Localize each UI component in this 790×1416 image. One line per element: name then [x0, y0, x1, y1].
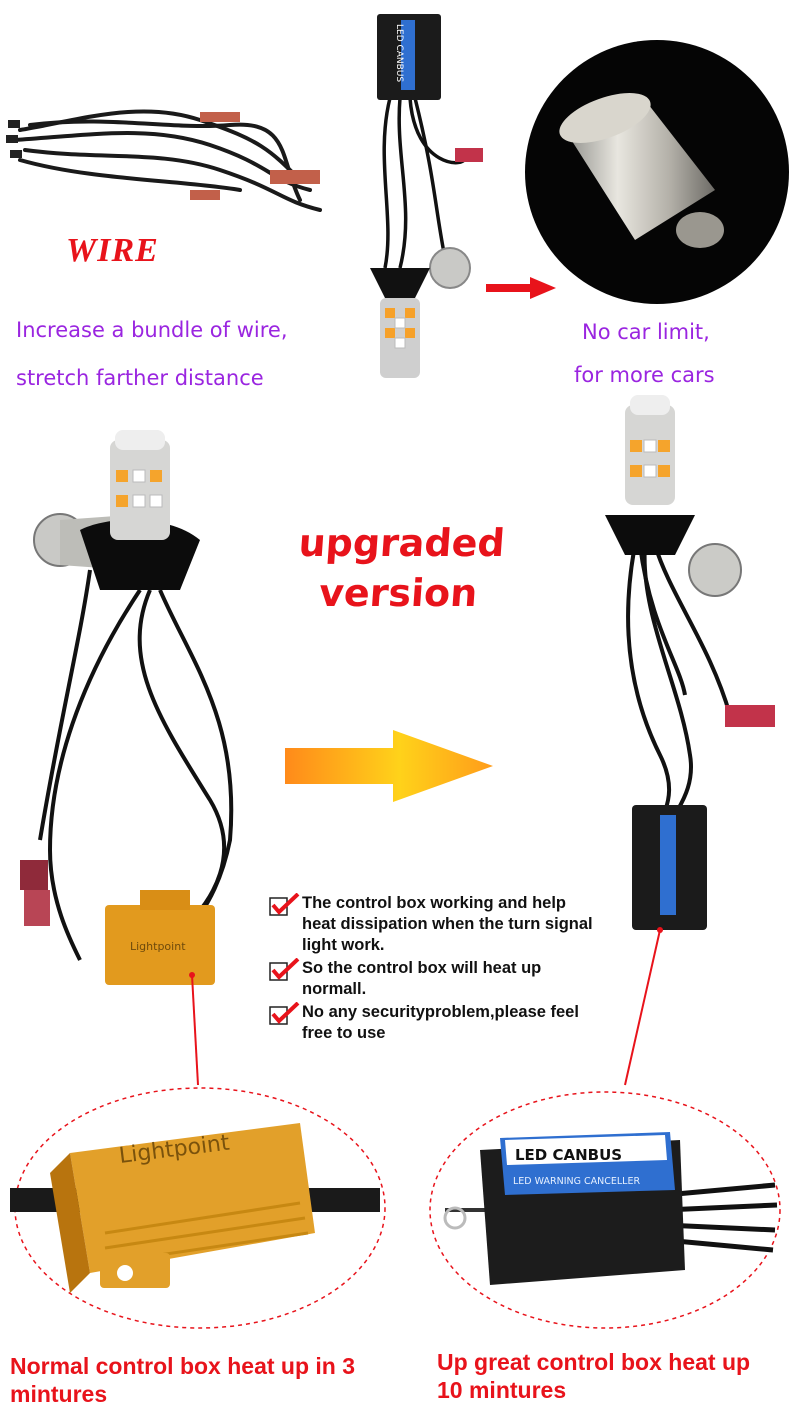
feature-item: No any securityproblem,please feel free … — [268, 1002, 598, 1044]
new-version-image — [605, 395, 775, 930]
checkmark-icon — [269, 1002, 300, 1025]
feature-text: So the control box will heat up normall. — [302, 959, 542, 998]
feature-item: The control box working and help heat di… — [268, 893, 598, 956]
resistor-closeup-image: Lightpoint — [10, 1087, 386, 1329]
wire-line-2: stretch farther distance — [16, 366, 264, 390]
checkmark-icon — [269, 958, 300, 981]
bulb-base-closeup-image — [525, 40, 789, 304]
features-list: The control box working and help heat di… — [268, 893, 598, 1046]
left-caption: Normal control box heat up in 3 mintures — [10, 1353, 356, 1407]
feature-text: No any securityproblem,please feel free … — [302, 1003, 579, 1042]
old-version-image: Lightpoint — [20, 430, 234, 985]
limit-line-2: for more cars — [574, 363, 715, 387]
big-arrow-icon — [285, 730, 493, 802]
feature-text: The control box working and help heat di… — [302, 894, 593, 954]
old-resistor-label: Lightpoint — [130, 940, 186, 953]
wire-title: WIRE — [66, 232, 159, 269]
top-bulb-assembly-image: LED CANBUS — [370, 14, 483, 378]
wire-harness-image — [6, 109, 322, 212]
limit-line-1: No car limit, — [582, 320, 710, 344]
wire-line-1: Increase a bundle of wire, — [16, 318, 288, 342]
small-arrow-icon — [486, 277, 556, 299]
feature-item: So the control box will heat up normall. — [268, 958, 598, 1000]
canbus-closeup-image: LED CANBUS LED WARNING CANCELLER — [429, 1091, 781, 1329]
right-caption: Up great control box heat up 10 mintures — [437, 1349, 751, 1403]
canbus-main-label: LED CANBUS — [515, 1146, 622, 1164]
canbus-sub-label: LED WARNING CANCELLER — [513, 1176, 640, 1187]
checkmark-icon — [269, 893, 300, 916]
top-canbus-label: LED CANBUS — [394, 24, 404, 82]
